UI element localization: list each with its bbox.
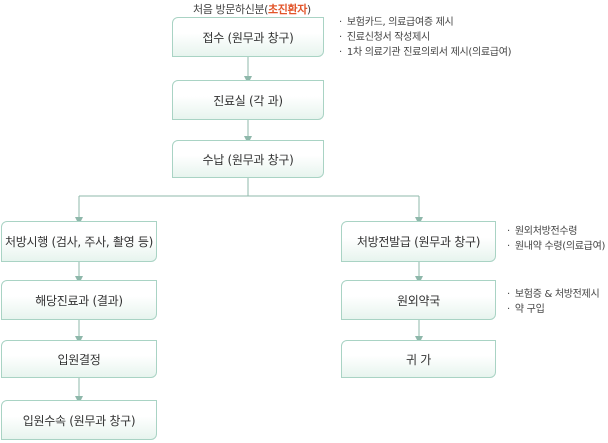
reception-note: 1차 의료기관 진료의뢰서 제시(의료급여) xyxy=(339,45,512,60)
step-clinic: 진료실 (각 과) xyxy=(172,80,324,120)
prescription-notes: 원외처방전수령 원내약 수령(의료급여) xyxy=(507,224,605,254)
step-go-home: 귀 가 xyxy=(341,340,496,378)
step-prescription: 처방전발급 (원무과 창구) xyxy=(341,221,496,262)
first-visit-label: 처음 방문하신분(초진환자) xyxy=(193,1,311,17)
first-visit-highlight: 초진환자 xyxy=(268,3,307,16)
step-reception: 접수 (원무과 창구) xyxy=(172,17,324,57)
step-treatment: 처방시행 (검사, 주사, 촬영 등) xyxy=(1,221,157,262)
first-visit-prefix: 처음 방문하신분( xyxy=(193,3,269,16)
pharmacy-note: 보험증 & 처방전제시 xyxy=(507,287,600,302)
reception-note: 보험카드, 의료급여증 제시 xyxy=(339,15,511,30)
pharmacy-note: 약 구입 xyxy=(507,302,599,317)
pharmacy-notes: 보험증 & 처방전제시 약 구입 xyxy=(507,287,600,317)
step-pharmacy: 원외약국 xyxy=(341,280,496,320)
prescription-note: 원외처방전수령 xyxy=(507,224,605,239)
step-payment: 수납 (원무과 창구) xyxy=(172,140,324,178)
step-admission-decision: 입원결정 xyxy=(1,340,157,378)
reception-notes: 보험카드, 의료급여증 제시 진료신청서 작성제시 1차 의료기관 진료의뢰서 … xyxy=(339,15,512,60)
step-admission: 입원수속 (원무과 창구) xyxy=(1,400,157,440)
prescription-note: 원내약 수령(의료급여) xyxy=(507,239,605,254)
step-result: 해당진료과 (결과) xyxy=(1,280,157,320)
reception-note: 진료신청서 작성제시 xyxy=(339,30,511,45)
first-visit-suffix: ) xyxy=(306,3,311,16)
